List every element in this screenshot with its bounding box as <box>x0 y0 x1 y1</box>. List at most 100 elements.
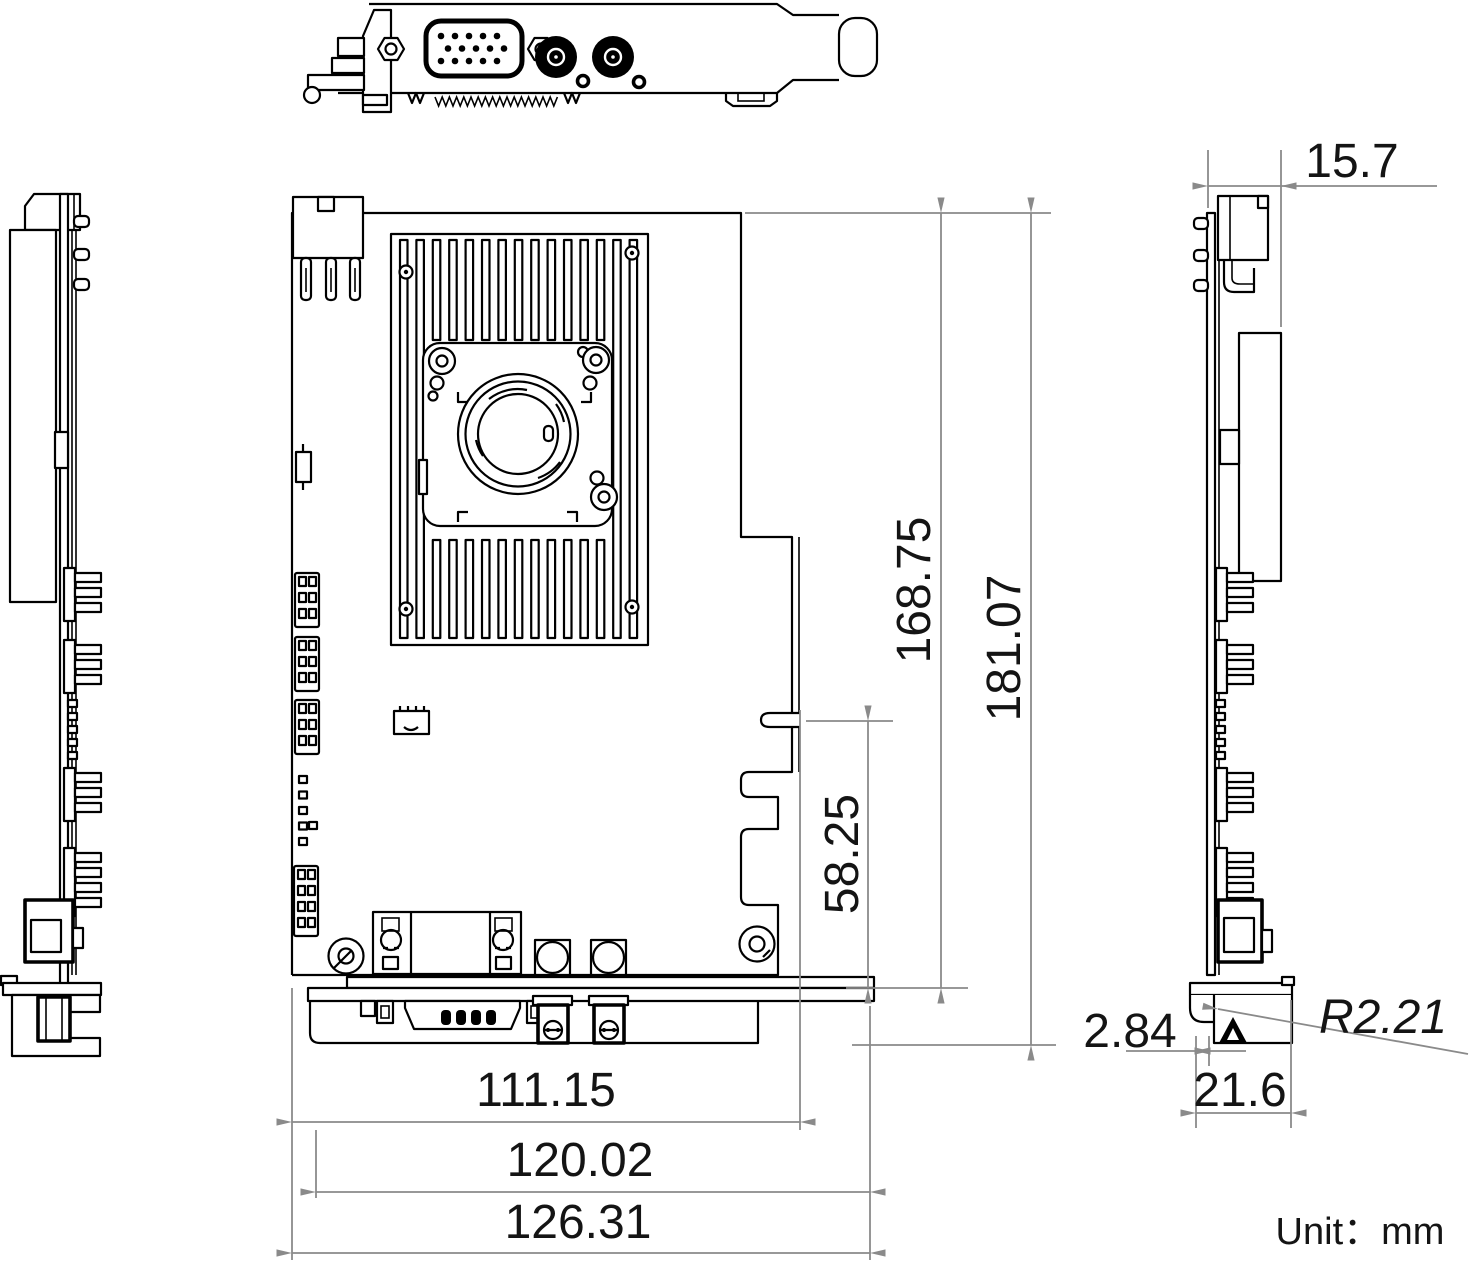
power-pin-2 <box>72 247 91 262</box>
power-pin-3 <box>1192 278 1210 293</box>
vga-connector-topview <box>371 910 523 976</box>
serration-teeth <box>434 94 559 109</box>
dim-corner-radius: R2.21 <box>1319 991 1447 1044</box>
header-pin-profile <box>73 786 103 799</box>
vga-pin <box>486 45 494 52</box>
header-pin-profile <box>73 801 103 814</box>
header-pin-profile <box>1225 771 1255 784</box>
dim-pcb-width: 120.02 <box>507 1134 654 1187</box>
heatsink-fin <box>497 238 507 342</box>
header-pin-profile <box>73 851 103 864</box>
header-pin <box>307 591 318 604</box>
bnc-connector-1 <box>535 36 577 78</box>
pin-header-profiles-left <box>62 566 103 918</box>
heatsink-fin <box>464 538 475 640</box>
front-view <box>290 195 876 1045</box>
heatsink-fin <box>546 238 557 342</box>
fan-corner-mark-bl <box>456 510 468 522</box>
header-pin-profile <box>1225 881 1255 894</box>
bracket-foot-inner <box>737 92 765 102</box>
bracket-left-part-2 <box>330 56 366 75</box>
bottom-bracket <box>306 975 876 1045</box>
power-pin-1 <box>72 214 91 229</box>
fan-corner-mark-br <box>567 510 579 522</box>
header-pin <box>297 734 308 747</box>
bnc-front-view-2 <box>587 994 630 1045</box>
header-pin <box>297 639 308 652</box>
heatsink-fin <box>530 238 540 342</box>
dim-offset: 2.84 <box>1083 1005 1176 1058</box>
fan-screw-tr <box>576 345 611 391</box>
fan-hub-tick <box>542 424 555 443</box>
solder-bump <box>1214 724 1227 735</box>
heatsink-fin <box>431 538 442 640</box>
header-pin-profile <box>73 673 103 686</box>
header-body-profile <box>62 638 77 695</box>
heatsink-fin <box>530 538 540 640</box>
solder-bump <box>1214 698 1227 709</box>
header-pin <box>307 718 318 731</box>
header-pin-profile <box>1225 643 1255 656</box>
led-hole-1 <box>575 73 591 89</box>
bracket-lip <box>345 975 876 990</box>
heatsink-fin <box>579 538 590 640</box>
dim-width-to-notch: 111.15 <box>476 1064 616 1117</box>
test-pad <box>297 821 309 831</box>
heatsink-fin <box>612 238 622 640</box>
heatsink-fin <box>513 238 524 342</box>
solder-bump <box>66 724 79 735</box>
heatsink-fin <box>546 538 557 640</box>
notch-left <box>406 91 426 105</box>
header-pin-profile <box>73 571 103 584</box>
foot-triangle-glyph <box>1219 1017 1247 1043</box>
vga-pin <box>465 57 473 65</box>
header-pin <box>306 900 317 913</box>
vga-pin <box>493 57 501 65</box>
top-rear-view <box>302 2 879 114</box>
vga-pin <box>465 32 473 40</box>
vga-pin <box>500 45 508 52</box>
header-pin <box>297 655 308 668</box>
header-pin-profile <box>1225 673 1255 686</box>
header-pin <box>296 868 307 881</box>
led-hole-2 <box>631 74 647 90</box>
heatsink-fin <box>464 238 475 342</box>
header-body-profile <box>1214 638 1229 695</box>
dim-height-to-bracket: 168.75 <box>888 517 941 664</box>
header-pin-profile <box>1225 801 1255 814</box>
header-pin-profile <box>1225 586 1255 599</box>
bracket-foot-tab <box>724 93 779 108</box>
header-pin-profile <box>1225 851 1255 864</box>
vga-pin <box>451 57 459 65</box>
dim-overall-height: 181.07 <box>978 575 1031 722</box>
fan-screw-tl <box>427 346 457 402</box>
bracket-foot-left <box>0 974 103 1058</box>
fan-corner-mark-tr <box>581 392 593 404</box>
fan-plate <box>421 341 614 528</box>
heatsink-fin <box>448 238 458 342</box>
bracket-serration <box>434 94 559 109</box>
edge-slot <box>759 711 800 729</box>
solder-bumps-left <box>66 698 79 761</box>
header-pin <box>297 575 308 588</box>
solder-bump <box>66 698 79 709</box>
heatsink <box>389 232 650 647</box>
test-pad <box>307 820 319 831</box>
solder-bump <box>1214 737 1227 748</box>
fan-hub <box>476 392 560 476</box>
vga-pin-field <box>437 32 508 65</box>
vga-pin <box>437 57 445 65</box>
dim-notch-height: 58.25 <box>816 794 869 914</box>
header-pin-profile <box>1225 866 1255 879</box>
bracket-left-part-3 <box>361 93 389 107</box>
header-pin <box>296 884 307 897</box>
fan-screw-br <box>589 470 619 512</box>
vga-pin <box>437 32 445 40</box>
bracket-bottom-edge <box>338 78 839 95</box>
power-pin-3 <box>72 277 91 292</box>
test-pads-column <box>297 774 319 847</box>
solder-bump <box>66 750 79 761</box>
header-pin <box>297 718 308 731</box>
test-pad <box>297 774 309 785</box>
